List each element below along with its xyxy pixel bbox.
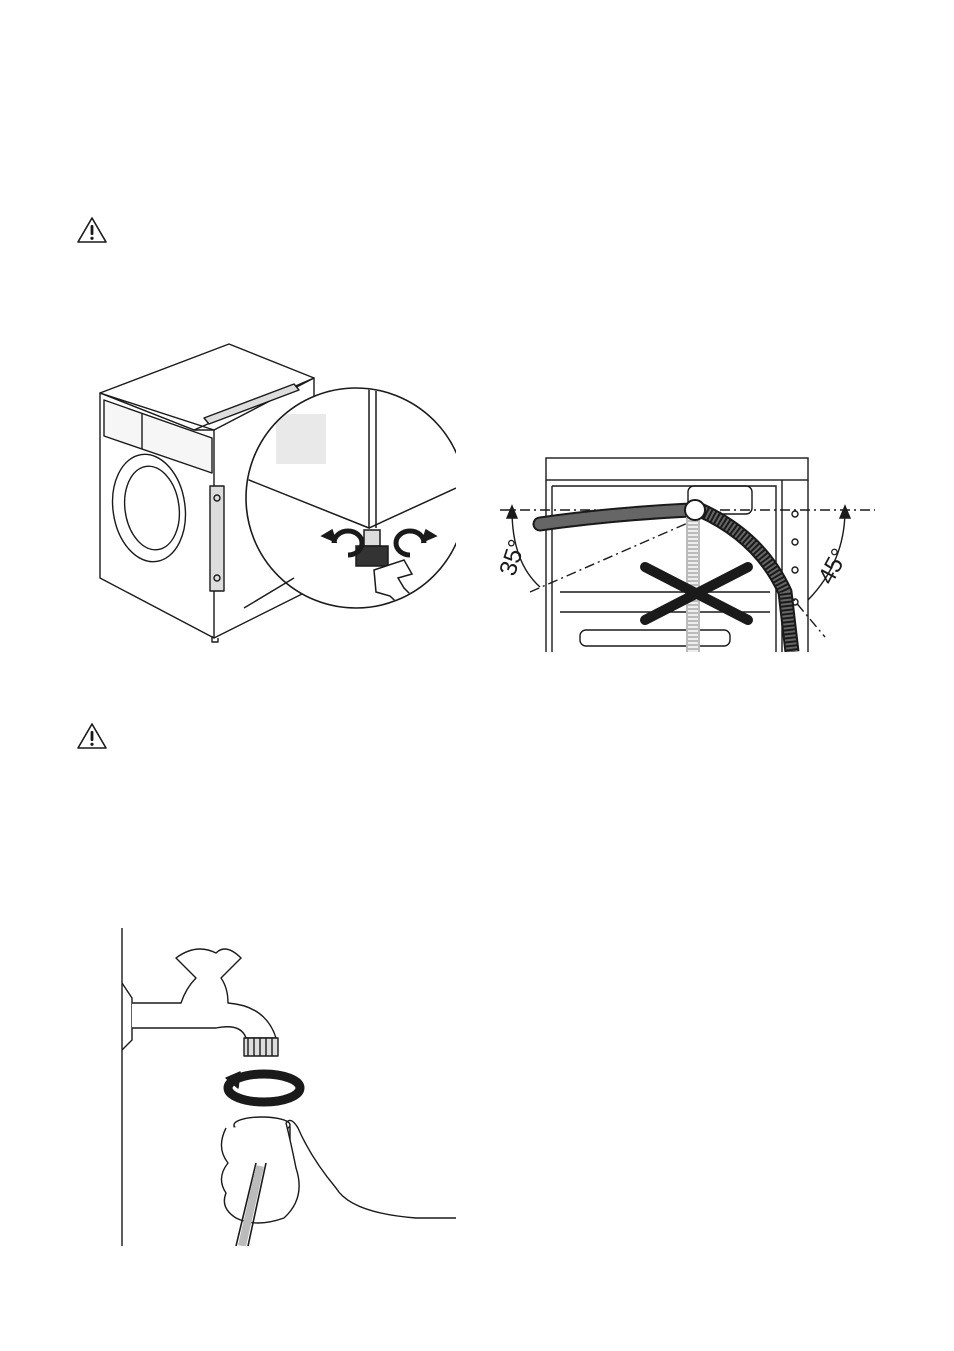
leveling-illustration [94, 338, 456, 643]
angle-label-45: 45° [813, 544, 854, 589]
tap-connection-illustration [116, 928, 461, 1246]
warning-triangle-icon [76, 722, 108, 750]
angle-label-35: 35° [494, 536, 531, 579]
warning-triangle-icon [76, 216, 108, 244]
hose-angle-illustration: 35° 45° [490, 452, 880, 652]
